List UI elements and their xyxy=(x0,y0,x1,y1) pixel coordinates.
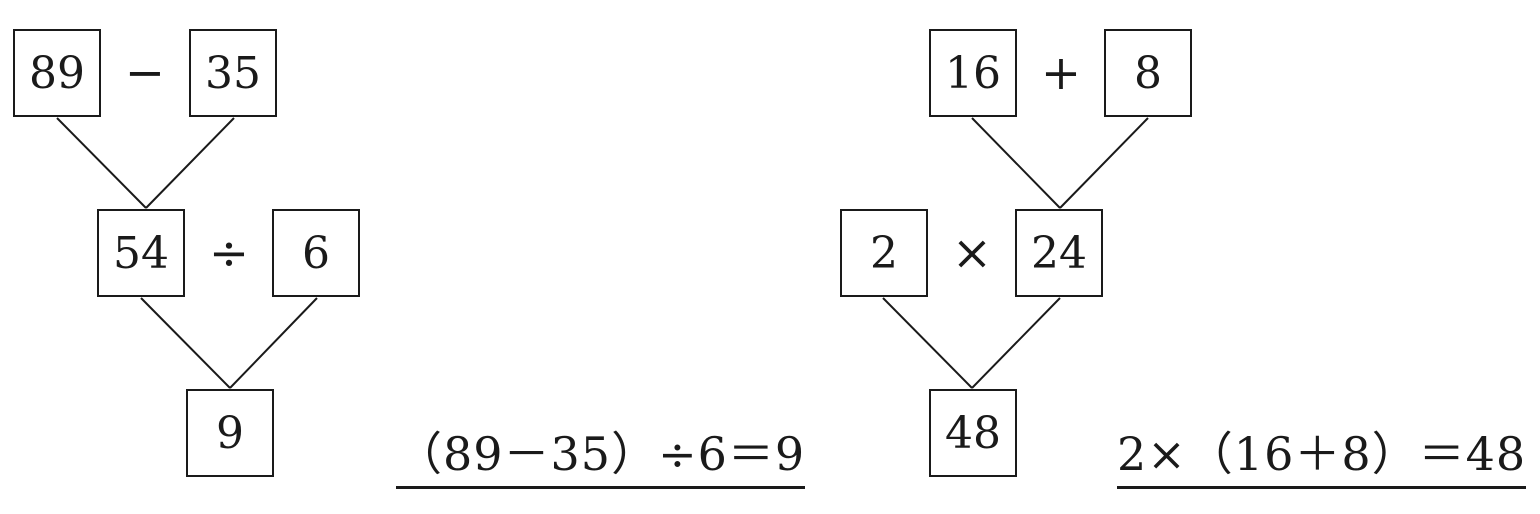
right-equation: 2×（16＋8）＝48 xyxy=(1117,418,1527,489)
connector-8-to-24 xyxy=(1059,117,1149,209)
left-mid-right-box: 6 xyxy=(272,209,360,297)
left-equation: （89－35）÷6＝9 xyxy=(396,418,806,489)
connector-54-to-9 xyxy=(140,297,231,389)
right-multiply-operator: × xyxy=(951,225,993,281)
connector-6-to-9 xyxy=(229,297,318,389)
connector-35-to-54 xyxy=(145,117,235,209)
left-top-left-box: 89 xyxy=(13,29,101,117)
connector-2-to-48 xyxy=(882,297,973,389)
left-top-right-box: 35 xyxy=(189,29,277,117)
right-mid-right-box: 24 xyxy=(1015,209,1103,297)
right-top-left-box: 16 xyxy=(929,29,1017,117)
left-result-box: 9 xyxy=(186,389,274,477)
connector-89-to-54 xyxy=(56,117,147,209)
left-mid-left-box: 54 xyxy=(97,209,185,297)
right-top-right-box: 8 xyxy=(1104,29,1192,117)
right-plus-operator: + xyxy=(1040,45,1082,101)
connector-16-to-24 xyxy=(971,117,1061,209)
connector-24-to-48 xyxy=(971,297,1061,389)
right-result-box: 48 xyxy=(929,389,1017,477)
left-minus-operator: − xyxy=(124,45,166,101)
right-mid-left-box: 2 xyxy=(840,209,928,297)
left-divide-operator: ÷ xyxy=(208,225,250,281)
